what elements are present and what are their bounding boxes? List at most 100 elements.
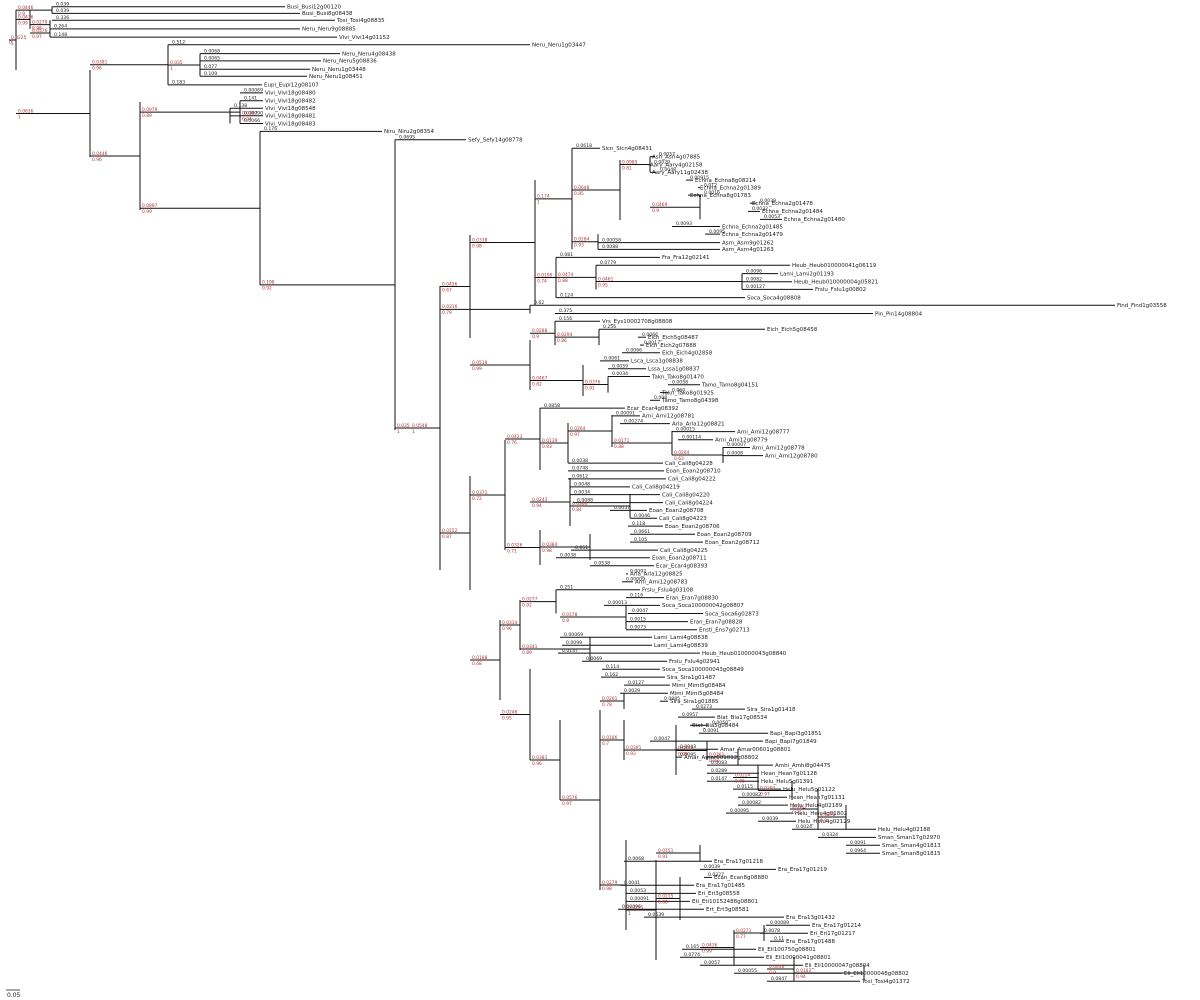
tip-label: Vivi_Vivi14g01152 xyxy=(339,35,390,41)
tip-label: Cali_Cali8g04219 xyxy=(632,485,680,491)
support-value: 0.9 xyxy=(652,208,659,214)
internal-branch-length: 0.0648 xyxy=(574,185,590,191)
branch-length-label: 0.0289 xyxy=(711,768,727,774)
internal-branch-length: 0.0391 xyxy=(626,745,642,751)
internal-branch-length: 0.0294 xyxy=(557,332,573,338)
support-value: 0.7 xyxy=(602,741,609,747)
support-value: 0.99 xyxy=(472,366,482,372)
support-value: 0.85 xyxy=(574,191,584,197)
tip-label: Heub_Heub010000041g06119 xyxy=(792,263,877,269)
scale-bar: 0.05 xyxy=(6,989,21,999)
branch-length-label: 0.375 xyxy=(559,308,572,314)
tip-label: Mimi_Mimi5g08484 xyxy=(672,683,726,689)
support-value: 0.72 xyxy=(472,496,482,502)
tip-label: Amhi_Amhi8g04475 xyxy=(775,763,831,769)
internal-branch-length: 0.0979 xyxy=(142,107,158,113)
branch-length-label: 0.118 xyxy=(632,521,645,527)
support-value: 0.86 xyxy=(735,778,745,784)
branch-length-label: 0.0099 xyxy=(566,640,582,646)
support-value: 0.86 xyxy=(557,338,567,344)
branch-length-label: 0.0774 xyxy=(684,952,700,958)
support-value: 0.96 xyxy=(532,761,542,767)
tip-label: Eoan_Eoan2g08712 xyxy=(705,540,760,546)
support-value: 0.89 xyxy=(142,113,152,119)
internal-branch-length: 0.0186 xyxy=(602,735,618,741)
tip-label: Asri_Asri4g07885 xyxy=(652,154,701,160)
internal-branch-length: 0.0467 xyxy=(532,375,548,381)
support-value: 0.8 xyxy=(562,618,569,624)
support-value: 0.88 xyxy=(614,444,624,450)
tip-label: Lami_Lami4g08839 xyxy=(654,643,708,649)
tip-label: Neru_Neru9g08885 xyxy=(302,27,356,33)
tip-label: Fra_Fra12g02141 xyxy=(662,255,710,261)
tip-label: Tamo_Tamo8g04151 xyxy=(701,383,758,389)
tip-label: Lsca_Lsca1g08838 xyxy=(631,359,683,365)
branch-length-label: 0.0088 xyxy=(602,244,618,250)
branch-length-label: 0.0127 xyxy=(628,680,644,686)
branch-length-label: 0.0047 xyxy=(632,608,648,614)
branch-length-label: 0.0957 xyxy=(682,712,698,718)
tip-label: Biat_Bia17g08534 xyxy=(717,715,768,721)
internal-branch-length: 0.0277 xyxy=(522,596,538,602)
tip-label: Ensti_Ens7g02713 xyxy=(699,628,750,634)
support-value: 0.63 xyxy=(674,456,684,462)
support-value: 0.9 xyxy=(820,818,827,824)
branch-length-label: 0.00091 xyxy=(616,411,635,417)
internal-branch-length: 0.0314 xyxy=(502,620,518,626)
internal-branch-length: 0.035 xyxy=(170,60,183,66)
tip-label: Niru_Niru2g08354 xyxy=(384,129,435,135)
branch-length-label: 0.0046 xyxy=(634,513,650,519)
support-value: 1 xyxy=(397,429,400,435)
tip-label: Vivi_Vivi18g08483 xyxy=(265,121,316,127)
internal-branch-length: 0.0446 xyxy=(18,5,34,11)
branch-length-label: 0.00127 xyxy=(746,284,765,290)
branch-length-label: 0.336 xyxy=(56,15,69,21)
support-value: 0.75 xyxy=(792,810,802,816)
internal-branch-length: 0.0446 xyxy=(92,151,108,157)
tip-label: Bapi_Bapi7g01849 xyxy=(765,739,817,745)
internal-branch-length: 0.035 xyxy=(397,423,410,429)
tip-label: Busi_Busi8g08438 xyxy=(302,11,353,17)
tip-label: Aary_Aary11g02438 xyxy=(652,170,709,176)
branch-length-label: 0.0779 xyxy=(600,260,616,266)
branch-length-label: 0.176 xyxy=(264,126,277,132)
support-value: 0.67 xyxy=(442,287,452,293)
support-value: 0.97 xyxy=(32,34,42,40)
tip-label: Heub_Heub010000043g08840 xyxy=(702,651,787,657)
tip-label: Cali_Cali8g04223 xyxy=(659,516,707,522)
internal-branch-length: 0.0279 xyxy=(602,880,618,886)
support-value: 0.92 xyxy=(262,286,272,292)
tip-label: Era_Era17g01218 xyxy=(714,859,763,865)
tip-label: Eri_Eri3g08558 xyxy=(698,891,740,897)
internal-branch-length: 0.0469 xyxy=(652,202,668,208)
branch-length-label: 0.0066 xyxy=(244,118,260,124)
internal-branch-length: 0.0243 xyxy=(532,497,548,503)
support-value: 0.97 xyxy=(570,432,580,438)
internal-branch-length: 0.0381 xyxy=(92,60,108,66)
tip-label: Eich_Eich5g08487 xyxy=(648,335,699,341)
tip-label: Tosi_Tosi4g01372 xyxy=(861,979,910,985)
support-value: 0.77 xyxy=(736,934,746,940)
tip-label: Vivi_Vivi18g08548 xyxy=(265,106,316,112)
branch-length-label: 0.0748 xyxy=(572,466,588,472)
branch-length-label: 0.0038 xyxy=(572,458,588,464)
internal-branch-length: 0.0178 xyxy=(562,612,578,618)
branch-length-label: 0.0034 xyxy=(574,489,590,495)
support-value: 0.9 xyxy=(769,970,776,976)
branch-length-label: 0.0008 xyxy=(727,450,743,456)
branch-length-label: 0.0039 xyxy=(704,864,720,870)
support-value: 1 xyxy=(11,41,14,47)
branch-length-label: 0.0038 xyxy=(560,553,576,559)
support-value: 0.93 xyxy=(626,751,636,757)
tip-label: Hean_Hean7g01128 xyxy=(761,771,817,777)
support-value: 1 xyxy=(537,200,540,206)
tip-label: Eran_Eran7g08828 xyxy=(690,619,743,625)
support-value: 0.94 xyxy=(796,974,806,980)
internal-branch-length: 0.0341 xyxy=(522,644,538,650)
tip-label: Soca_Soca6g02873 xyxy=(705,611,759,617)
branch-length-label: 0.0066 xyxy=(626,348,642,354)
tip-label: Ecan_Ecan8g08880 xyxy=(714,875,768,881)
branch-length-label: 0.0115 xyxy=(737,784,753,790)
branch-length-label: 0.00091 xyxy=(630,896,649,902)
tip-label: Neru_Neru1g03447 xyxy=(532,43,586,49)
